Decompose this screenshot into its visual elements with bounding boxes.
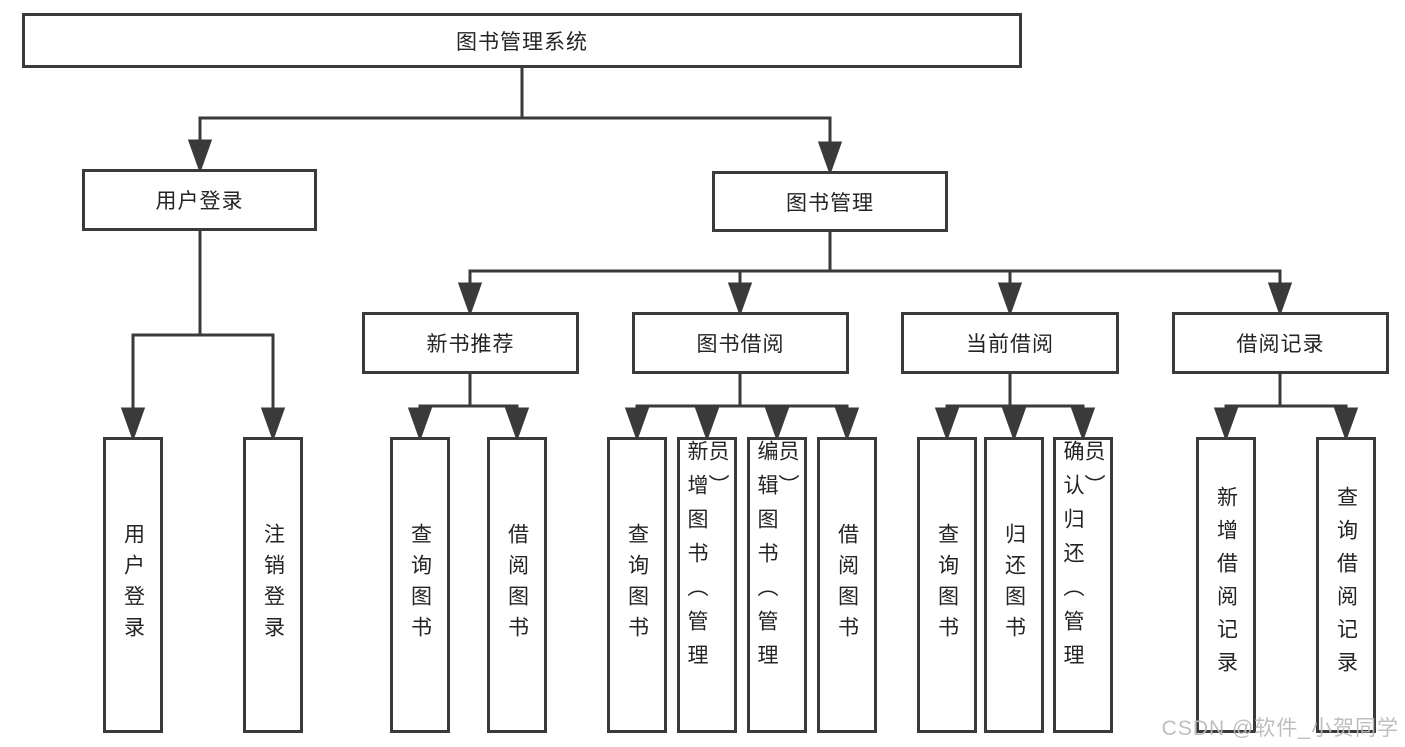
node-current-query-books: 查询图书 <box>917 437 977 733</box>
node-library-system: 图书管理系统 <box>22 13 1022 68</box>
arrowhead <box>817 141 843 176</box>
arrowhead <box>1001 407 1027 442</box>
arrowhead <box>1070 407 1096 442</box>
node-borrowing-records: 借阅记录 <box>1172 312 1389 374</box>
arrowhead <box>504 407 530 442</box>
node-rec-borrow-books: 借阅图书 <box>487 437 547 733</box>
arrowhead <box>934 407 960 442</box>
node-book-borrowing: 图书借阅 <box>632 312 849 374</box>
arrowhead <box>1213 407 1239 442</box>
arrowhead <box>834 407 860 442</box>
node-rec-query-books: 查询图书 <box>390 437 450 733</box>
node-borrow-borrow-books: 借阅图书 <box>817 437 877 733</box>
node-borrow-edit-books-admin: 编辑图书（管理员） <box>747 437 807 733</box>
node-new-book-recommend: 新书推荐 <box>362 312 579 374</box>
node-logout-leaf: 注销登录 <box>243 437 303 733</box>
node-borrow-add-books-admin: 新增图书（管理员） <box>677 437 737 733</box>
node-user-login-leaf-label: 用户登录 <box>121 523 145 647</box>
arrowhead <box>260 407 286 442</box>
node-user-login-leaf: 用户登录 <box>103 437 163 733</box>
watermark: CSDN @软件_小贺同学 <box>1161 717 1399 740</box>
node-borrow-query-books: 查询图书 <box>607 437 667 733</box>
node-rec-query-books-label: 查询图书 <box>408 523 432 647</box>
arrowhead <box>1333 407 1359 442</box>
node-borrow-borrow-books-label: 借阅图书 <box>835 523 859 647</box>
arrowhead <box>457 282 483 317</box>
arrowhead <box>997 282 1023 317</box>
node-records-add-record-label: 新增借阅记录 <box>1214 486 1238 684</box>
arrowhead <box>694 407 720 442</box>
node-logout-leaf-label: 注销登录 <box>261 523 285 647</box>
node-borrow-query-books-label: 查询图书 <box>625 523 649 647</box>
node-user-login: 用户登录 <box>82 169 317 231</box>
node-current-borrowing: 当前借阅 <box>901 312 1119 374</box>
node-current-confirm-return-admin-label: 确认归还（管理员） <box>1061 440 1105 678</box>
arrowhead <box>624 407 650 442</box>
node-current-return-books-label: 归还图书 <box>1002 523 1026 647</box>
node-borrow-add-books-admin-label: 新增图书（管理员） <box>685 440 729 678</box>
node-current-confirm-return-admin: 确认归还（管理员） <box>1053 437 1113 733</box>
node-book-management: 图书管理 <box>712 171 948 232</box>
arrowhead <box>407 407 433 442</box>
arrowhead <box>764 407 790 442</box>
node-current-return-books: 归还图书 <box>984 437 1044 733</box>
node-records-add-record: 新增借阅记录 <box>1196 437 1256 733</box>
node-records-query-record: 查询借阅记录 <box>1316 437 1376 733</box>
node-records-query-record-label: 查询借阅记录 <box>1334 486 1358 684</box>
node-current-query-books-label: 查询图书 <box>935 523 959 647</box>
arrowhead <box>120 407 146 442</box>
arrowhead <box>727 282 753 317</box>
arrowhead <box>187 139 213 174</box>
arrowhead <box>1267 282 1293 317</box>
node-borrow-edit-books-admin-label: 编辑图书（管理员） <box>755 440 799 678</box>
node-rec-borrow-books-label: 借阅图书 <box>505 523 529 647</box>
